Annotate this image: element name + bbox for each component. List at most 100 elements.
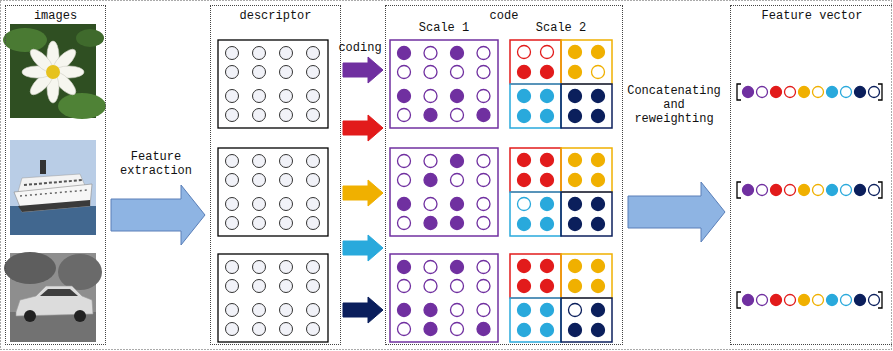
descriptor-dot (253, 47, 266, 60)
code-dot (569, 46, 582, 59)
vector-dot (771, 185, 782, 196)
vector-bracket (878, 182, 882, 198)
code-dot (569, 66, 582, 79)
vector-dot (813, 87, 824, 98)
vector-dot (827, 185, 838, 196)
descriptor-dot (226, 304, 239, 317)
scale2-cell (561, 254, 612, 298)
code-dot (569, 324, 582, 337)
scale2-cell (510, 254, 561, 298)
descriptor-dot (307, 155, 320, 168)
code-dot (518, 110, 531, 123)
descriptor-dot (280, 66, 293, 79)
code-dot (398, 90, 411, 103)
ship-photo (10, 140, 96, 235)
generated-figures (218, 40, 882, 342)
code-dot (518, 46, 531, 59)
descriptor-dot (226, 90, 239, 103)
descriptor-grid (218, 40, 328, 128)
code-dot (592, 260, 605, 273)
code-dot (424, 109, 437, 122)
code-dot (518, 90, 531, 103)
code-dot (569, 218, 582, 231)
code-dot (592, 66, 605, 79)
vector-dot (869, 185, 880, 196)
code-dot (518, 174, 531, 187)
vector-dot (869, 295, 880, 306)
descriptor-grid (218, 254, 328, 342)
vector-dot (841, 295, 852, 306)
descriptor-dot (280, 304, 293, 317)
code-dot (569, 154, 582, 167)
code-dot (424, 323, 437, 336)
descriptor-dot (307, 217, 320, 230)
descriptor-dot (253, 198, 266, 211)
code-dot (541, 280, 554, 293)
code-dot (518, 66, 531, 79)
code-dot (451, 280, 464, 293)
code-dot (424, 280, 437, 293)
images-panel: images (5, 5, 106, 345)
code-dot (451, 174, 464, 187)
code-dot (518, 198, 531, 211)
code-dot (569, 198, 582, 211)
ship-hull (14, 184, 92, 212)
code-dot (477, 280, 490, 293)
vector-dot (841, 185, 852, 196)
scale2-cell (561, 298, 612, 342)
vector-dot (771, 295, 782, 306)
vector-bracket (737, 84, 741, 100)
descriptor-dot (253, 109, 266, 122)
descriptor-dot (253, 90, 266, 103)
code-dot (518, 304, 531, 317)
descriptor-dot (253, 217, 266, 230)
code-dot (398, 304, 411, 317)
code-dot (569, 110, 582, 123)
code-dot (569, 280, 582, 293)
code-dot (592, 46, 605, 59)
flow-arrow (111, 185, 205, 245)
code-dot (541, 174, 554, 187)
descriptor-dot (253, 304, 266, 317)
code-dot (451, 47, 464, 60)
code-dot (451, 198, 464, 211)
descriptor-dot (226, 198, 239, 211)
code-dot (518, 324, 531, 337)
code-dot (592, 110, 605, 123)
vector-dot (785, 87, 796, 98)
vector-bracket (878, 292, 882, 308)
sky (10, 140, 96, 235)
flower-center (46, 65, 60, 79)
panel-heading: Feature vector (731, 9, 893, 23)
code-dot (398, 66, 411, 79)
code-dot (477, 217, 490, 230)
vector-dot (827, 295, 838, 306)
descriptor-dot (226, 323, 239, 336)
code-dot (541, 304, 554, 317)
scale2-cell (510, 84, 561, 128)
scale2-cell (561, 40, 612, 84)
code-dot (592, 154, 605, 167)
vector-bracket (878, 84, 882, 100)
code-dot (477, 47, 490, 60)
tree (4, 252, 56, 284)
vector-dot (827, 87, 838, 98)
vector-bracket (737, 182, 741, 198)
code-dot (518, 280, 531, 293)
scale1-grid (390, 148, 498, 236)
descriptor-dot (307, 66, 320, 79)
code-dot (541, 198, 554, 211)
code-dot (424, 261, 437, 274)
code-dot (451, 66, 464, 79)
code-dot (477, 174, 490, 187)
descriptor-dot (307, 109, 320, 122)
code-dot (424, 217, 437, 230)
descriptor-dot (253, 280, 266, 293)
descriptor-dot (280, 47, 293, 60)
descriptor-dot (280, 280, 293, 293)
code-dot (592, 304, 605, 317)
code-dot (592, 90, 605, 103)
scale1-grid (390, 40, 498, 128)
code-dot (541, 218, 554, 231)
